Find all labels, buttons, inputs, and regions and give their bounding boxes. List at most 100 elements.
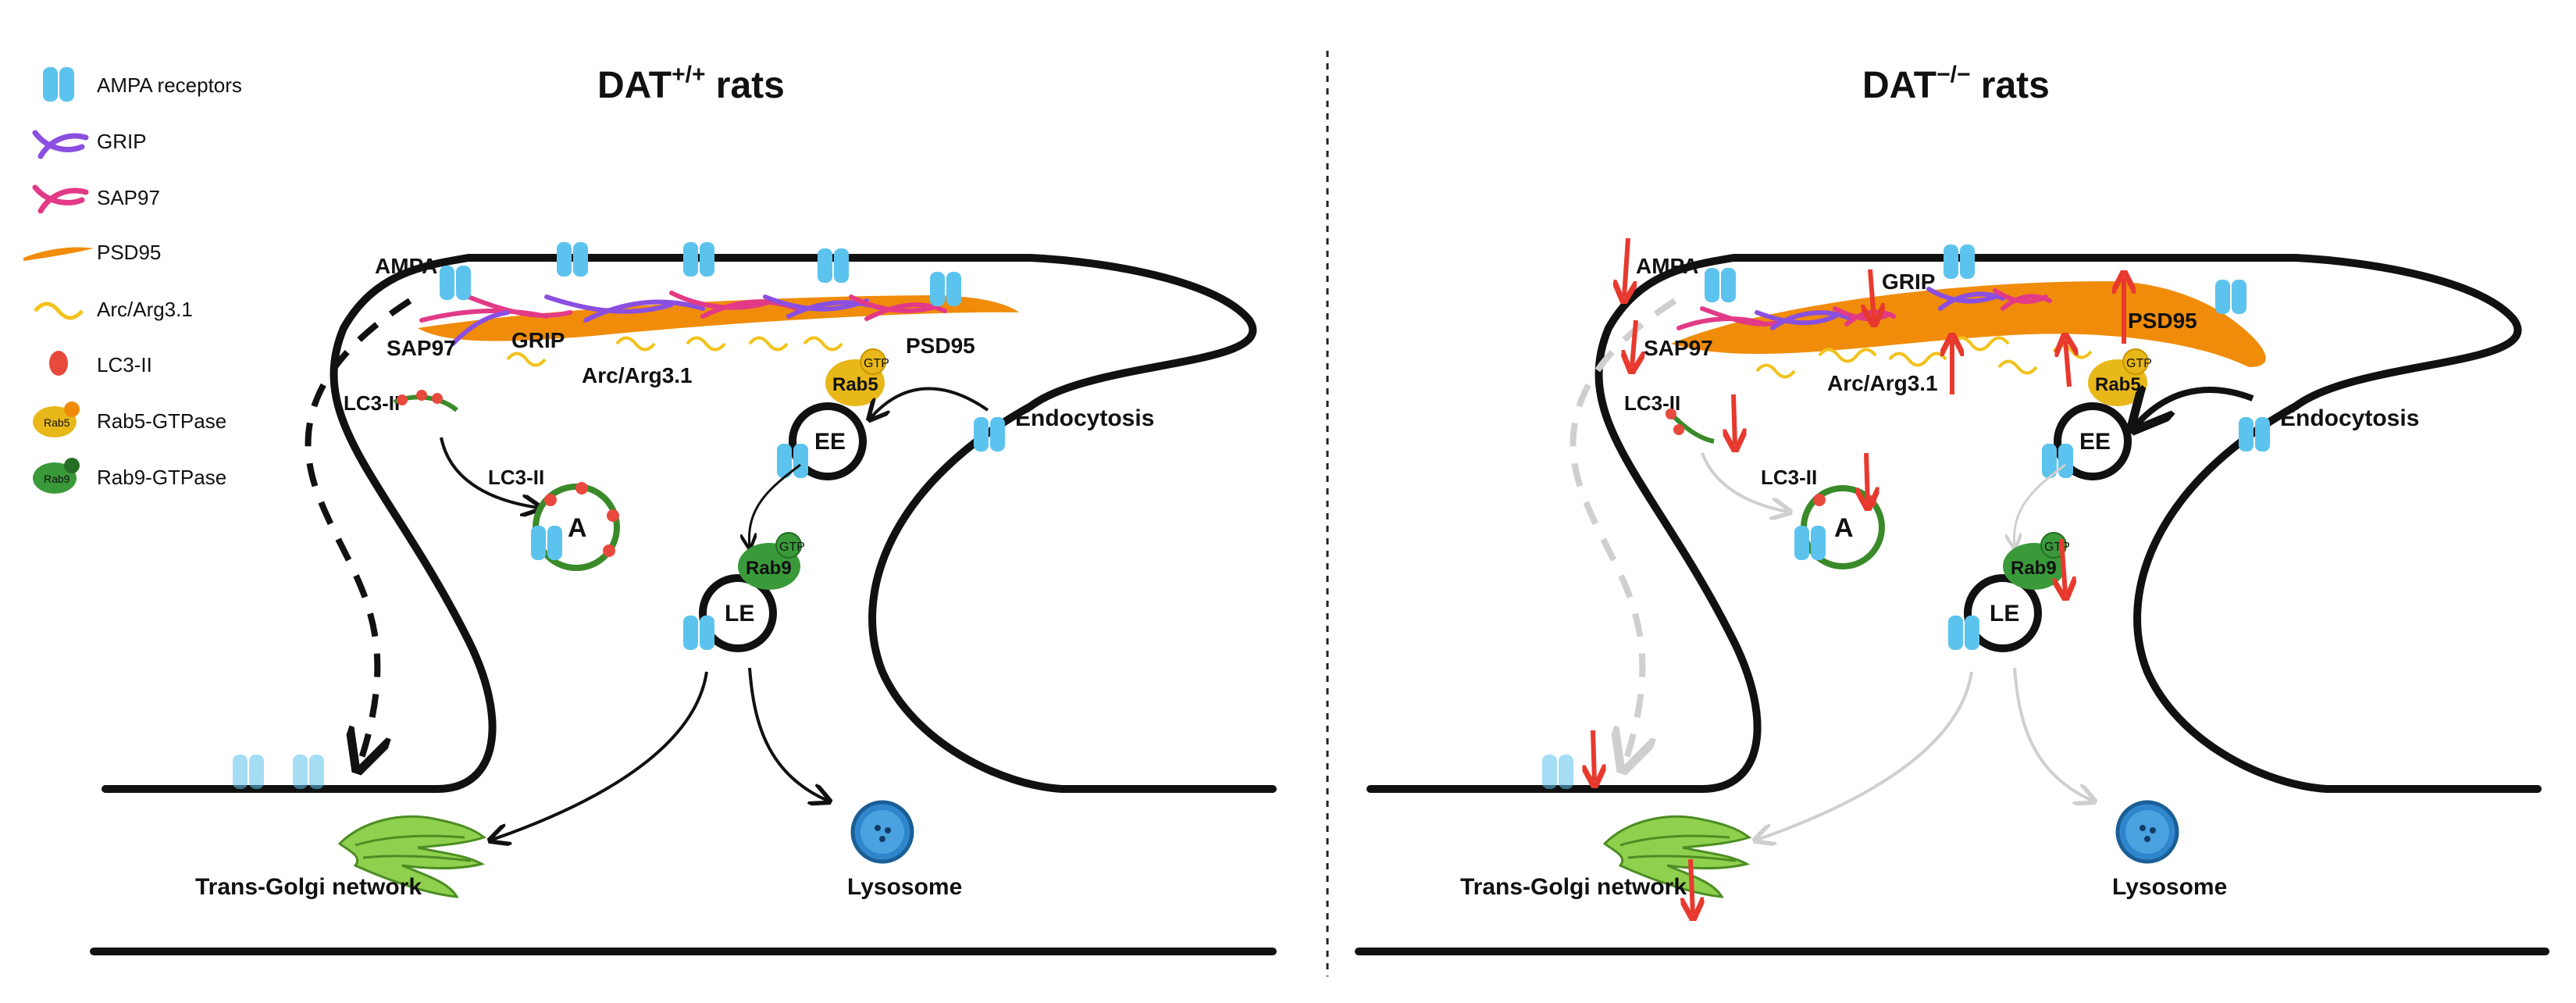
label-lc3-mid: LC3-II [1761, 466, 1817, 489]
lc3-membrane-fragment [1665, 408, 1715, 444]
decrease-arrow-surface-ampa [1593, 730, 1594, 781]
ee-to-le-arrow [749, 463, 801, 547]
label-endocytosis: Endocytosis [1015, 405, 1154, 431]
ampa-receptor-icon [1542, 755, 1573, 789]
svg-text:LE: LE [725, 601, 754, 626]
legend-grip-label: GRIP [97, 130, 147, 153]
sap97-icon [32, 184, 89, 214]
legend-psd95-label: PSD95 [97, 241, 161, 264]
svg-text:A: A [568, 513, 587, 543]
autophagy-arrow [440, 437, 539, 508]
panel-knockout: DAT−/− rats AMPA SAP97 GRIP PSD95 [1355, 62, 2549, 955]
ee-to-le-arrow [2014, 463, 2066, 547]
endocytosis-arrow [2136, 390, 2254, 426]
svg-text:Rab5: Rab5 [44, 416, 70, 429]
panel-title: DAT−/− rats [1862, 62, 2050, 106]
label-endocytosis: Endocytosis [2280, 405, 2419, 431]
label-ampa: AMPA [1636, 254, 1698, 278]
decrease-arrow-rab9 [2061, 538, 2065, 594]
ampa-receptor-icon [440, 266, 471, 300]
ampa-receptor-icon [293, 755, 324, 789]
label-lysosome: Lysosome [2112, 874, 2227, 900]
label-lc3-top: LC3-II [344, 391, 400, 415]
panel-wildtype: DAT+/+ rats [90, 62, 1277, 955]
svg-text:Rab5: Rab5 [832, 374, 878, 395]
late-endosome: LE Rab9 GTP [1948, 532, 2070, 652]
svg-text:GTP: GTP [864, 357, 889, 370]
autophagy-arrow [1701, 452, 1788, 512]
legend-ampa-label: AMPA receptors [97, 73, 242, 97]
increase-arrow-rab5 [2065, 340, 2069, 387]
lc3-membrane-fragment [393, 390, 458, 412]
recycling-pathway-arrow [1569, 298, 1677, 766]
svg-text:Rab9: Rab9 [746, 558, 792, 579]
label-lc3-mid: LC3-II [488, 466, 544, 489]
panel-title: DAT+/+ rats [597, 62, 785, 106]
label-ampa: AMPA [375, 254, 437, 278]
label-arc: Arc/Arg3.1 [1827, 371, 1938, 395]
psd95-band [1671, 281, 2266, 367]
change-arrows [1593, 237, 2124, 914]
decrease-arrow-lc3-mid [1866, 452, 1868, 504]
decrease-arrow-golgi [1691, 858, 1693, 914]
spine-membrane [1366, 254, 2542, 793]
ampa-receptor-icon [1705, 268, 1736, 302]
decrease-arrow-lc3-top [1733, 394, 1735, 445]
decrease-arrow-grip [1870, 269, 1874, 320]
label-grip: GRIP [1882, 269, 1935, 294]
lysosome-icon [853, 802, 912, 862]
legend: AMPA receptors GRIP SAP97 PSD95 Arc/Arg3… [23, 67, 242, 494]
svg-text:EE: EE [814, 429, 846, 455]
le-to-lysosome-arrow [748, 667, 828, 801]
ampa-receptor-icon [43, 67, 74, 102]
ampa-receptor-icon [2215, 280, 2246, 314]
decrease-arrow-sap97 [1632, 319, 1636, 367]
label-psd95: PSD95 [906, 334, 975, 358]
legend-rab5-label: Rab5-GTPase [97, 409, 226, 433]
svg-text:LE: LE [1990, 601, 2019, 626]
svg-text:GTP: GTP [779, 541, 805, 554]
le-to-golgi-arrow [1757, 671, 1973, 840]
ampa-receptor-icon [233, 755, 264, 789]
autophagosome: A [531, 482, 620, 571]
label-sap97: SAP97 [1644, 336, 1713, 360]
label-grip: GRIP [511, 328, 565, 352]
svg-text:Rab9: Rab9 [2011, 558, 2057, 579]
legend-lc3-label: LC3-II [97, 353, 152, 377]
label-arc: Arc/Arg3.1 [582, 363, 693, 387]
spine-membrane [102, 254, 1277, 793]
decrease-arrow-ampa [1624, 237, 1628, 297]
ampa-receptor-icon [818, 248, 849, 283]
svg-text:GTP: GTP [2126, 357, 2152, 370]
late-endosome: LE Rab9 GTP [683, 532, 805, 652]
early-endosome: EE Rab5 GTP [777, 348, 889, 480]
label-golgi: Trans-Golgi network [1460, 874, 1687, 900]
svg-text:A: A [1834, 513, 1854, 543]
arc-squiggles [506, 336, 843, 367]
psd95-icon [23, 247, 94, 261]
recycling-pathway-arrow [305, 298, 412, 766]
svg-text:Rab9: Rab9 [44, 473, 70, 485]
le-to-lysosome-arrow [2013, 667, 2093, 801]
rab5-gtpase-icon: Rab5 [33, 402, 80, 437]
grip-icon [32, 130, 89, 159]
svg-text:GTP: GTP [2044, 541, 2070, 554]
legend-sap97-label: SAP97 [97, 186, 160, 209]
early-endosome: EE Rab5 GTP [2042, 348, 2152, 480]
sap97-grip-scaffold [419, 291, 947, 346]
label-sap97: SAP97 [387, 336, 456, 360]
legend-rab9-label: Rab9-GTPase [97, 466, 226, 489]
le-to-golgi-arrow [492, 671, 708, 840]
svg-text:EE: EE [2079, 429, 2111, 455]
label-golgi: Trans-Golgi network [195, 874, 422, 900]
rab9-gtpase-icon: Rab9 [33, 458, 80, 494]
legend-arc-label: Arc/Arg3.1 [97, 298, 193, 321]
lc3-icon [49, 351, 68, 376]
label-lysosome: Lysosome [847, 874, 962, 900]
svg-text:Rab5: Rab5 [2095, 374, 2141, 395]
label-psd95: PSD95 [2128, 309, 2197, 333]
lysosome-icon [2118, 802, 2177, 862]
arc-icon [34, 302, 84, 320]
endocytosis-arrow [871, 387, 989, 418]
